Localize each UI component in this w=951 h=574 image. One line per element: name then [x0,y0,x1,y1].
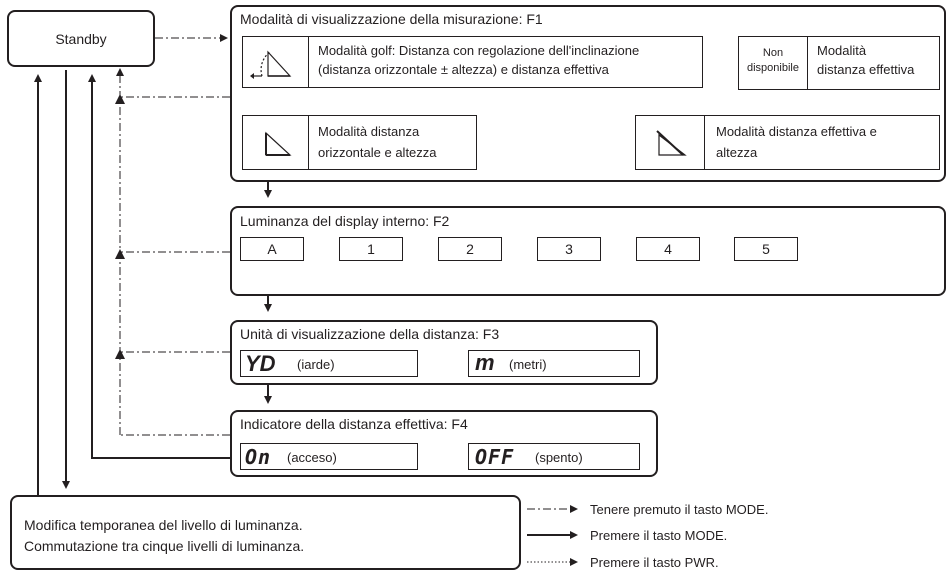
golf-mode-box [242,36,703,88]
unit-meters-box: m (metri) [468,350,640,377]
not-available-line2: disponibile [747,62,799,74]
luminance-level-label: 1 [367,241,375,257]
horizontal-altitude-line2: orizzontale e altezza [318,145,437,160]
yards-label: (iarde) [297,357,335,372]
effective-altitude-box [635,115,940,170]
horizontal-altitude-icon-cell [242,115,309,170]
note-line1: Modifica temporanea del livello di lumin… [24,517,303,533]
f3-title: Unità di visualizzazione della distanza:… [240,326,500,342]
luminance-level-2: 2 [438,237,502,261]
f2-title: Luminanza del display interno: F2 [240,213,450,229]
legend-press-mode: Premere il tasto MODE. [590,528,728,543]
golf-mode-line2: (distanza orizzontale ± altezza) e dista… [318,62,609,77]
effective-distance-box [738,36,940,90]
unit-yards-box: YD (iarde) [240,350,418,377]
luminance-level-label: 4 [664,241,672,257]
horizontal-altitude-line1: Modalità distanza [318,124,420,139]
temporary-luminance-note [10,495,521,570]
f1-title: Modalità di visualizzazione della misura… [240,11,543,27]
effective-altitude-line1: Modalità distanza effettiva e [716,124,877,139]
effective-altitude-line2: altezza [716,145,758,160]
golf-slope-icon [250,50,292,79]
on-symbol: On [245,445,272,469]
golf-mode-line1: Modalità golf: Distanza con regolazione … [318,43,640,58]
yards-symbol: YD [245,351,276,376]
not-available-line1: Non [762,47,784,59]
standby-box: Standby [7,10,155,67]
note-line2: Commutazione tra cinque livelli di lumin… [24,538,305,554]
off-symbol: OFF [475,445,515,469]
slope-horizontal-icon [265,131,292,156]
effective-distance-line1: Modalità [817,43,867,58]
on-label: (acceso) [287,450,337,465]
luminance-level-label: 5 [762,241,770,257]
meters-symbol: m [475,350,495,375]
luminance-level-a: A [240,237,304,261]
legend-press-pwr: Premere il tasto PWR. [590,555,719,570]
f4-title: Indicatore della distanza effettiva: F4 [240,416,468,432]
standby-label: Standby [55,30,107,47]
not-available-cell: Non disponibile [738,36,808,90]
luminance-level-label: 3 [565,241,573,257]
slope-effective-icon [656,130,687,156]
luminance-level-label: A [267,241,277,257]
golf-mode-icon-cell [242,36,309,88]
indicator-on-box: On (acceso) [240,443,418,470]
horizontal-altitude-box [242,115,477,170]
effective-altitude-icon-cell [635,115,705,170]
luminance-level-3: 3 [537,237,601,261]
luminance-level-5: 5 [734,237,798,261]
meters-label: (metri) [509,357,547,372]
effective-distance-line2: distanza effettiva [817,62,915,77]
legend-hold-mode: Tenere premuto il tasto MODE. [590,502,769,517]
luminance-level-label: 2 [466,241,474,257]
luminance-level-4: 4 [636,237,700,261]
luminance-level-1: 1 [339,237,403,261]
off-label: (spento) [535,450,583,465]
indicator-off-box: OFF (spento) [468,443,640,470]
